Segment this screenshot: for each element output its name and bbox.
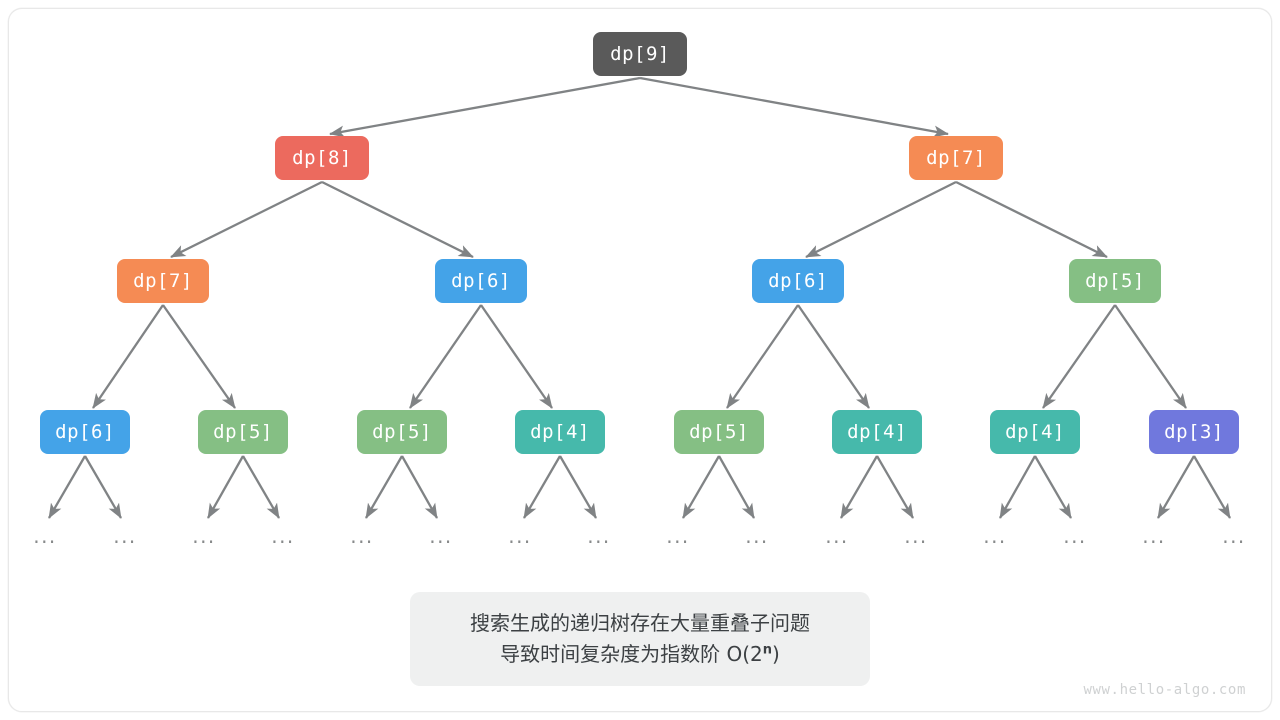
ellipsis-mark: ... bbox=[983, 524, 1007, 548]
ellipsis-mark: ... bbox=[587, 524, 611, 548]
tree-node-dp5[interactable]: dp[5] bbox=[1069, 259, 1161, 303]
tree-node-dp5[interactable]: dp[5] bbox=[198, 410, 288, 454]
ellipsis-mark: ... bbox=[192, 524, 216, 548]
ellipsis-mark: ... bbox=[825, 524, 849, 548]
tree-node-dp4[interactable]: dp[4] bbox=[515, 410, 605, 454]
ellipsis-mark: ... bbox=[113, 524, 137, 548]
caption-line-2-prefix: 导致时间复杂度为指数阶 O(2 bbox=[500, 642, 763, 666]
caption-exponent: n bbox=[762, 642, 773, 658]
caption-line-1: 搜索生成的递归树存在大量重叠子问题 bbox=[470, 611, 810, 635]
ellipsis-mark: ... bbox=[33, 524, 57, 548]
tree-node-dp7[interactable]: dp[7] bbox=[117, 259, 209, 303]
tree-node-dp7[interactable]: dp[7] bbox=[909, 136, 1003, 180]
tree-node-dp6[interactable]: dp[6] bbox=[435, 259, 527, 303]
tree-node-dp6[interactable]: dp[6] bbox=[752, 259, 844, 303]
ellipsis-mark: ... bbox=[508, 524, 532, 548]
tree-node-dp6[interactable]: dp[6] bbox=[40, 410, 130, 454]
caption-line-2: 导致时间复杂度为指数阶 O(2n) bbox=[500, 641, 780, 668]
ellipsis-mark: ... bbox=[429, 524, 453, 548]
tree-node-dp5[interactable]: dp[5] bbox=[357, 410, 447, 454]
tree-node-dp4[interactable]: dp[4] bbox=[832, 410, 922, 454]
tree-node-dp4[interactable]: dp[4] bbox=[990, 410, 1080, 454]
tree-node-dp3[interactable]: dp[3] bbox=[1149, 410, 1239, 454]
ellipsis-mark: ... bbox=[745, 524, 769, 548]
ellipsis-mark: ... bbox=[1222, 524, 1246, 548]
tree-node-dp9[interactable]: dp[9] bbox=[593, 32, 687, 76]
ellipsis-mark: ... bbox=[1063, 524, 1087, 548]
ellipsis-mark: ... bbox=[1142, 524, 1166, 548]
watermark: www.hello-algo.com bbox=[1083, 682, 1246, 698]
caption-line-2-suffix: ) bbox=[772, 642, 780, 666]
caption-box: 搜索生成的递归树存在大量重叠子问题 导致时间复杂度为指数阶 O(2n) bbox=[410, 592, 870, 686]
tree-node-dp5[interactable]: dp[5] bbox=[674, 410, 764, 454]
ellipsis-mark: ... bbox=[904, 524, 928, 548]
tree-node-dp8[interactable]: dp[8] bbox=[275, 136, 369, 180]
ellipsis-mark: ... bbox=[271, 524, 295, 548]
ellipsis-mark: ... bbox=[350, 524, 374, 548]
ellipsis-mark: ... bbox=[666, 524, 690, 548]
